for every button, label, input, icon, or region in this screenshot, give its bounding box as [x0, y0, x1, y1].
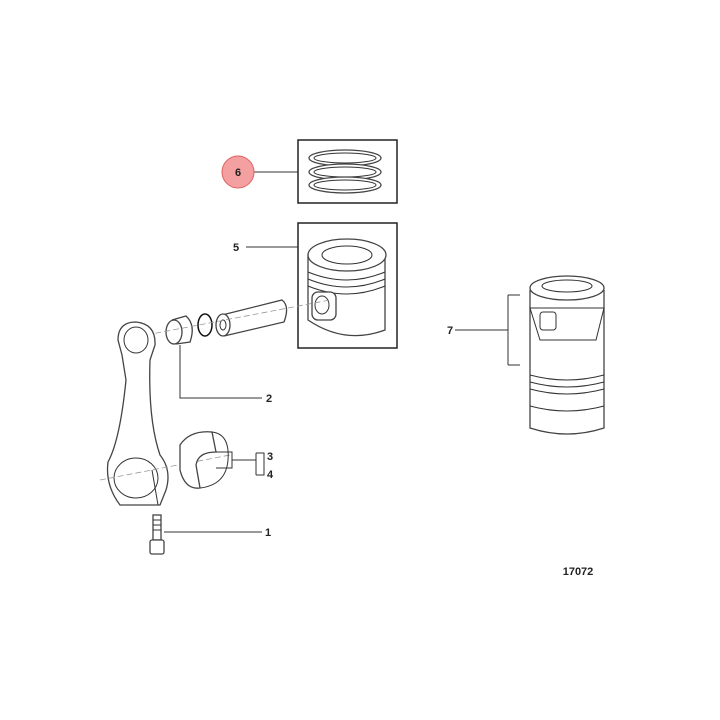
callout-4[interactable]: 4	[267, 469, 274, 481]
callout-5[interactable]: 5	[233, 242, 239, 254]
callout-3[interactable]: 3	[267, 451, 273, 463]
callout-6-highlight	[221, 155, 255, 189]
piston-ring-set-part[interactable]	[297, 139, 398, 204]
piston-pin-part[interactable]	[215, 299, 288, 337]
circlip-part[interactable]	[197, 313, 213, 337]
cylinder-liner-part[interactable]	[529, 275, 605, 435]
connecting-rod-bolt-part[interactable]	[149, 514, 165, 555]
figure-number: 17072	[563, 566, 594, 578]
callout-7[interactable]: 7	[447, 325, 453, 337]
piston-part[interactable]	[297, 222, 398, 349]
piston-pin-bushing-part[interactable]	[165, 315, 193, 345]
connecting-rod-part[interactable]	[106, 321, 169, 506]
callout-6[interactable]: 6	[235, 167, 241, 179]
bearing-shell-part[interactable]	[179, 431, 229, 489]
callout-1[interactable]: 1	[265, 527, 271, 539]
callout-2[interactable]: 2	[266, 393, 272, 405]
